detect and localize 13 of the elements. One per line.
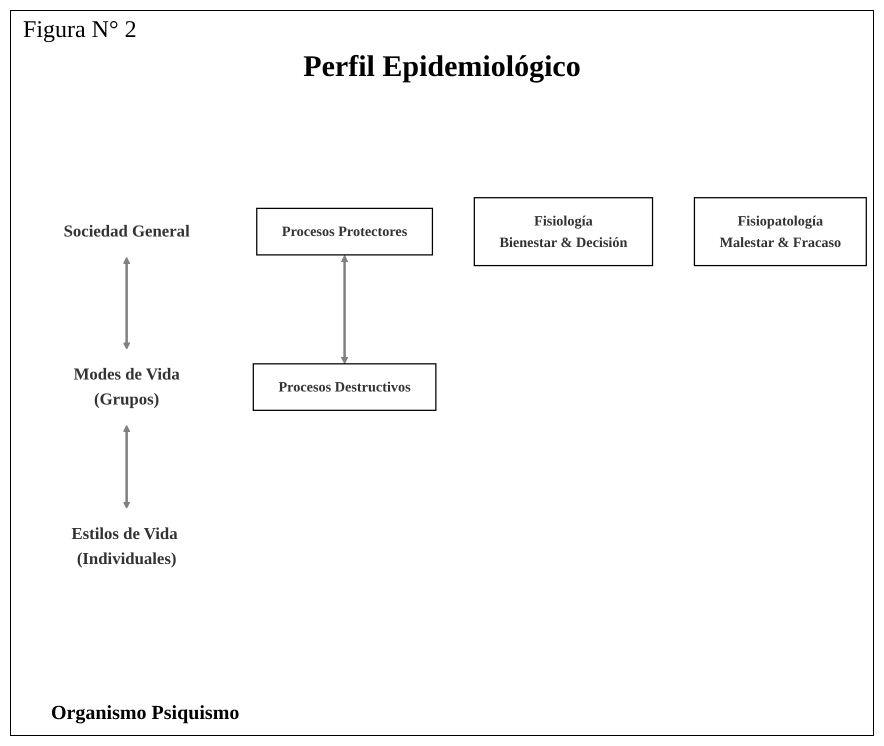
node-box: Fisiopatología Malestar & Fracaso bbox=[694, 197, 867, 266]
node-box: Procesos Destructivos bbox=[252, 363, 436, 412]
node-text: Sociedad General bbox=[64, 222, 190, 241]
node-text: Modes de Vida (Grupos) bbox=[74, 365, 180, 410]
arrow bbox=[122, 424, 130, 510]
node-box: Fisiología Bienestar & Decisión bbox=[474, 197, 654, 266]
figure-number: Figura N° 2 bbox=[22, 16, 138, 45]
arrow bbox=[340, 255, 348, 364]
arrow bbox=[122, 256, 130, 350]
node-box: Procesos Protectores bbox=[256, 208, 434, 256]
node-text: Estilos de Vida (Individuales) bbox=[71, 524, 178, 568]
level-label: Organismo Psiquismo bbox=[51, 702, 240, 725]
diagram-title: Perfil Epidemiológico bbox=[302, 50, 582, 84]
